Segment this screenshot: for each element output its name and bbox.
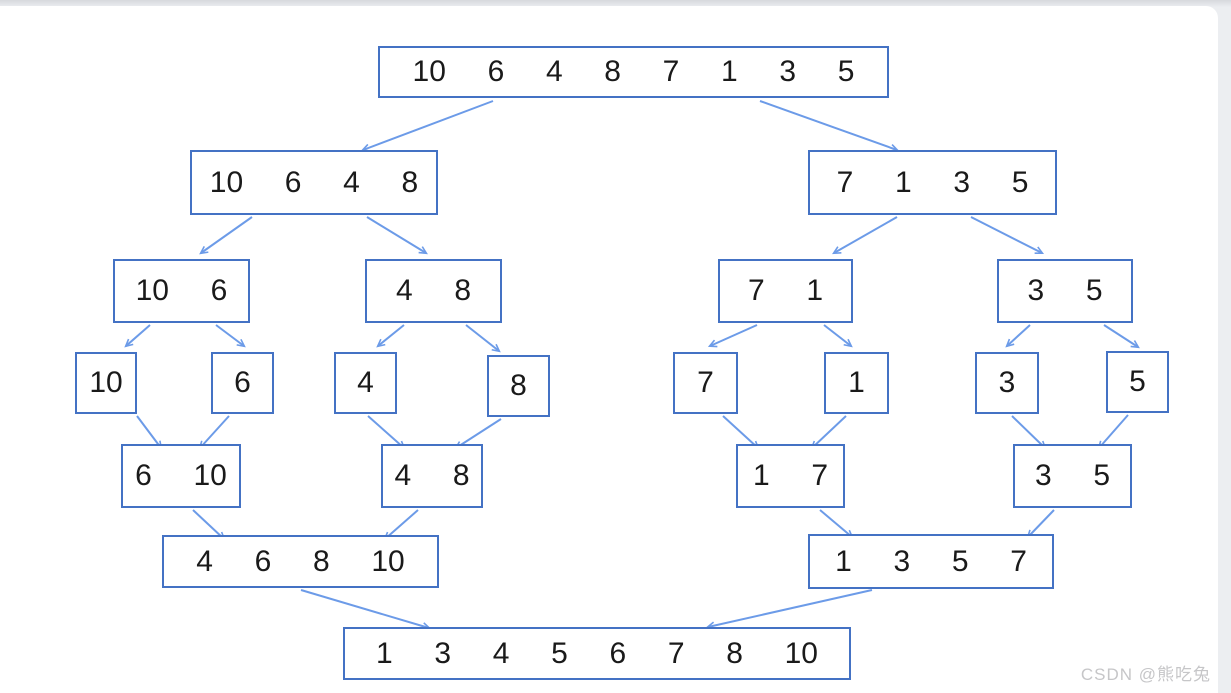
node-pair-10-6: 10 6 (113, 259, 250, 323)
node-left-sorted: 4 6 8 10 (162, 535, 439, 588)
arrow-split-pair-to-leaf-7 (707, 324, 758, 348)
arrow-split-pair-to-leaf-10 (124, 324, 151, 348)
node-merged-1-7: 1 7 (736, 444, 845, 508)
arrow-merge-4-8-to-left-sorted (383, 509, 419, 541)
node-leaf-6: 6 (211, 352, 274, 414)
csdn-watermark: CSDN @熊吃兔 (1080, 665, 1211, 684)
arrow-merge-leaf-6-to-6-10 (198, 415, 230, 450)
arrow-merge-leaf-7-to-1-7 (722, 415, 760, 450)
arrow-merge-leaf-4-to-4-8 (367, 415, 406, 450)
node-leaf-3: 3 (975, 352, 1039, 414)
arrow-merge-leaf-10-to-6-10 (136, 415, 163, 450)
node-unsorted-array: 10 6 4 8 7 1 3 5 (378, 46, 889, 98)
top-frame-band (0, 0, 1231, 7)
node-leaf-1: 1 (824, 352, 889, 414)
arrow-split-lefthalf-to-pair-4-8 (366, 216, 428, 255)
arrow-split-pair-to-leaf-1 (823, 324, 853, 348)
node-merged-3-5: 3 5 (1013, 444, 1132, 508)
arrow-split-pair-to-leaf-8 (465, 324, 501, 353)
node-right-half: 7 1 3 5 (808, 150, 1057, 215)
arrow-split-pair-to-leaf-3 (1005, 324, 1031, 348)
arrow-split-lefthalf-to-pair-10-6 (199, 216, 253, 255)
arrow-split-pair-to-leaf-4 (376, 324, 405, 348)
node-leaf-4: 4 (334, 352, 397, 414)
arrow-merge-leaf-8-to-4-8 (454, 418, 502, 450)
node-merged-6-10: 6 10 (121, 444, 241, 508)
node-sorted-result: 1 3 4 5 6 7 8 10 (343, 627, 851, 680)
arrow-split-pair-to-leaf-5 (1103, 324, 1140, 349)
arrow-split-root-to-left-half (360, 100, 494, 152)
node-leaf-8: 8 (487, 355, 550, 417)
arrow-merge-3-5-to-right-sorted (1026, 509, 1055, 539)
arrow-merge-1-7-to-right-sorted (819, 509, 854, 539)
node-leaf-10: 10 (75, 352, 137, 414)
node-leaf-7: 7 (673, 352, 738, 414)
arrow-split-root-to-right-half (759, 100, 900, 152)
arrow-merge-left-sorted-to-result (300, 589, 432, 631)
node-pair-7-1: 7 1 (718, 259, 853, 323)
arrow-merge-leaf-3-to-3-5 (1011, 415, 1047, 450)
arrow-merge-leaf-5-to-3-5 (1097, 414, 1129, 450)
node-right-sorted: 1 3 5 7 (808, 534, 1054, 589)
arrow-merge-leaf-1-to-1-7 (810, 415, 847, 450)
arrow-merge-6-10-to-left-sorted (192, 509, 226, 541)
arrow-split-pair-to-leaf-6 (215, 324, 246, 348)
node-left-half: 10 6 4 8 (190, 150, 438, 215)
node-merged-4-8: 4 8 (381, 444, 483, 508)
arrow-merge-right-sorted-to-result (705, 589, 873, 630)
node-pair-3-5: 3 5 (997, 259, 1133, 323)
arrow-split-righthalf-to-pair-3-5 (970, 216, 1045, 255)
node-leaf-5: 5 (1106, 351, 1169, 413)
node-pair-4-8: 4 8 (365, 259, 502, 323)
arrow-split-righthalf-to-pair-7-1 (832, 216, 898, 255)
